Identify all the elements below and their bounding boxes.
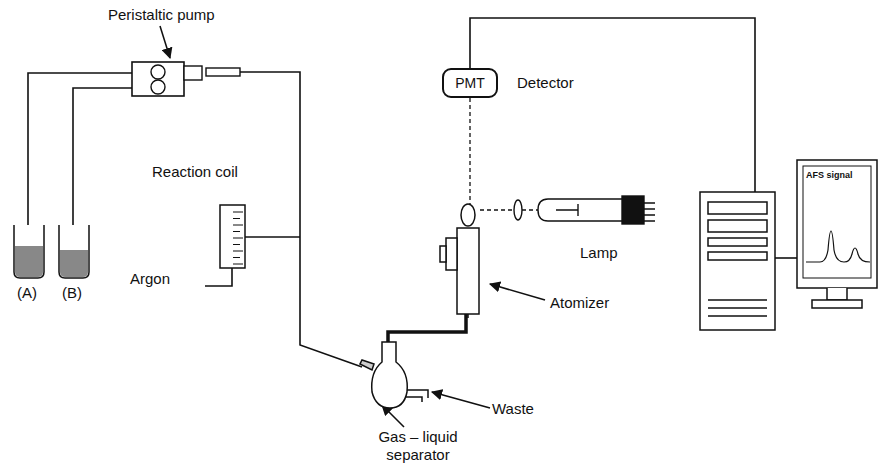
atomizer xyxy=(440,204,479,318)
beaker-label: (A) xyxy=(17,284,37,302)
leader-arrow xyxy=(160,26,170,58)
computer xyxy=(700,192,775,330)
reaction-coil xyxy=(206,68,240,76)
pump-body xyxy=(132,62,184,96)
beaker-b xyxy=(59,225,89,278)
separator-label: Gas – liquid separator xyxy=(355,428,481,464)
flowmeter xyxy=(220,205,245,268)
node-text: PMT xyxy=(455,75,485,91)
beaker-label: (B) xyxy=(62,284,82,302)
tubing xyxy=(28,73,132,238)
screen-label: AFS signal xyxy=(806,170,853,181)
gas-transfer-line xyxy=(388,314,466,342)
signal-wire xyxy=(775,257,797,259)
monitor xyxy=(797,160,877,308)
gas-liquid-separator xyxy=(360,342,428,408)
coil-label: Reaction coil xyxy=(152,163,238,181)
pump-label: Peristaltic pump xyxy=(108,6,215,24)
detector-label: Detector xyxy=(517,74,574,92)
optical-path xyxy=(480,209,540,210)
leader-arrow xyxy=(490,284,545,300)
optical-path xyxy=(469,98,470,205)
pump-roller xyxy=(151,80,165,94)
waste-label: Waste xyxy=(492,400,534,418)
tubing xyxy=(73,88,132,244)
tubing xyxy=(240,72,362,367)
gas-line xyxy=(205,268,232,286)
gas-label: Argon xyxy=(130,270,170,288)
lamp xyxy=(514,196,655,224)
pump-roller xyxy=(151,65,165,79)
lamp-label: Lamp xyxy=(580,244,618,262)
detector-box: PMT xyxy=(442,68,498,98)
leader-arrow xyxy=(432,392,490,408)
gas-line xyxy=(245,236,300,238)
pump-head xyxy=(184,66,202,80)
signal-trace xyxy=(806,231,870,262)
atomizer-label: Atomizer xyxy=(550,294,609,312)
beaker-a xyxy=(14,225,44,278)
signal-wire xyxy=(470,18,755,192)
